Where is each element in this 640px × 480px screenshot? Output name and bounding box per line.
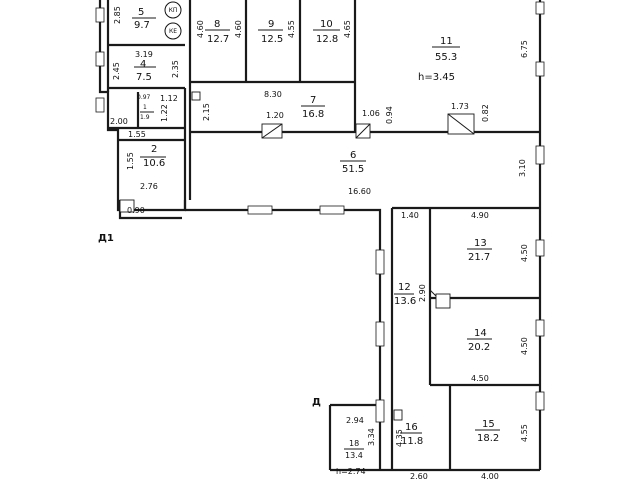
marker-kp: КП [169,7,178,14]
dim-4-50-b: 4.50 [520,337,529,355]
dim-3-10: 3.10 [518,159,527,177]
room-18-height: h=2.74 [336,467,366,476]
room-13-area: 21.7 [468,252,490,263]
room-9-number: 9 [268,19,274,30]
room-10-area: 12.8 [316,34,338,45]
room-14-number: 14 [474,328,487,339]
dim-0-82: 0.82 [481,104,490,122]
dim-8-30: 8.30 [264,90,282,99]
room-5-number: 5 [138,7,144,18]
room-2-number: 2 [151,144,157,155]
dim-4-55-b: 4.55 [520,424,529,442]
dim-2-45: 2.45 [112,62,121,80]
dim-1-06: 1.06 [362,109,380,118]
dim-4-90: 4.90 [471,211,489,220]
dim-3-34: 3.34 [367,428,376,446]
dim-4-65: 4.65 [343,20,352,38]
dim-0-90: 0.90 [127,206,145,215]
room-16-area: 11.8 [401,436,423,447]
room-13-number: 13 [474,238,487,249]
dim-0-97: 0.97 [137,94,151,101]
dim-1-73: 1.73 [451,102,469,111]
dim-4-55: 4.55 [287,20,296,38]
room-4-number: 4 [140,59,146,70]
dim-6-75: 6.75 [520,40,529,58]
room-8-area: 12.7 [207,34,229,45]
room-6-number: 6 [350,150,356,161]
entrance-d-label: Д [312,397,321,408]
room-7-area: 16.8 [302,109,324,120]
room-15-number: 15 [482,419,495,430]
room-5-area: 9.7 [134,20,150,31]
room-12-area: 13.6 [394,296,416,307]
fraction-lines [132,17,500,450]
room-11-area: 55.3 [435,52,457,63]
kp-marker-circle [164,1,182,19]
room-1-area: 1.9 [140,114,150,121]
dim-4-00: 4.00 [481,472,499,480]
windows [95,1,545,423]
entrance-d1-label: Д1 [98,233,114,244]
dim-2-90: 2.90 [418,284,427,302]
dim-2-60: 2.60 [410,472,428,480]
room-7-number: 7 [310,95,316,106]
room-15-area: 18.2 [477,433,499,444]
dim-4-50-a: 4.50 [520,244,529,262]
room-8-number: 8 [214,19,220,30]
room-11-number: 11 [440,36,453,47]
ke-marker-circle [164,22,182,40]
room-1-number: 1 [143,104,147,111]
dim-4-50-c: 4.50 [471,374,489,383]
dim-1-55-side: 1.55 [126,152,135,170]
dim-1-22: 1.22 [160,104,169,122]
dim-4-35: 4.35 [395,429,404,447]
room-18-number: 18 [349,439,359,448]
room-2-area: 10.6 [143,158,165,169]
dim-2-76: 2.76 [140,182,158,191]
dim-1-55-top: 1.55 [128,130,146,139]
room-14-area: 20.2 [468,342,490,353]
dim-2-94: 2.94 [346,416,364,425]
dim-2-15: 2.15 [202,103,211,121]
dim-4-60-b: 4.60 [234,20,243,38]
room-12-number: 12 [398,282,411,293]
room-labels: 5 9.7 4 7.5 1 1.9 2 10.6 8 12.7 9 12.5 1… [134,7,499,476]
doors [119,91,475,421]
dim-3-19: 3.19 [135,50,153,59]
room-18-area: 13.4 [345,451,363,460]
dim-0-94: 0.94 [385,106,394,124]
dim-16-60: 16.60 [348,187,371,196]
dim-2-00: 2.00 [110,117,128,126]
room-16-number: 16 [405,422,418,433]
room-11-height: h=3.45 [418,72,455,83]
dim-1-20: 1.20 [266,111,284,120]
dim-2-35: 2.35 [171,60,180,78]
dim-4-60-a: 4.60 [196,20,205,38]
room-9-area: 12.5 [261,34,283,45]
room-6-area: 51.5 [342,164,364,175]
room-10-number: 10 [320,19,333,30]
room-4-area: 7.5 [136,72,152,83]
dim-1-40: 1.40 [401,211,419,220]
dimension-labels: 2.85 4.60 4.60 4.55 4.65 6.75 3.19 2.45 … [110,6,529,480]
marker-ke: КЕ [169,28,177,35]
dim-2-85: 2.85 [113,6,122,24]
dim-1-12: 1.12 [160,94,178,103]
